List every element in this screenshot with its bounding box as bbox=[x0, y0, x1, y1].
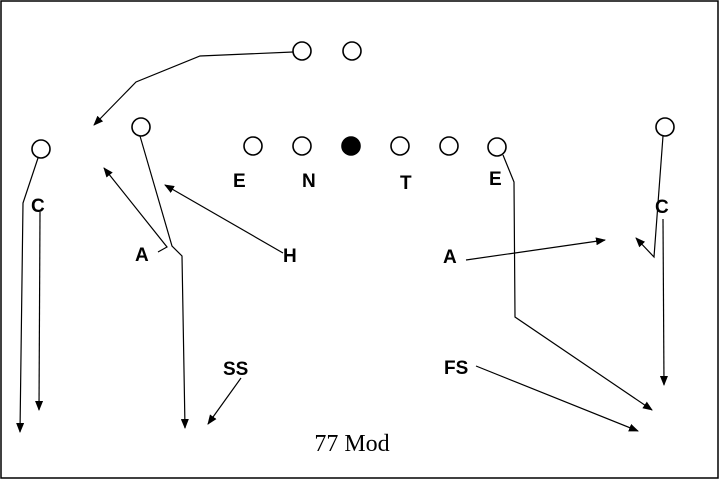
offense-player bbox=[292, 136, 312, 156]
label-t: T bbox=[400, 173, 412, 194]
offense-player bbox=[487, 137, 507, 157]
route-e-right bbox=[502, 154, 653, 411]
route-h bbox=[164, 184, 284, 254]
route-ss bbox=[207, 377, 242, 425]
offense-player bbox=[439, 136, 459, 156]
route-a-right bbox=[465, 237, 606, 261]
route-motion bbox=[93, 51, 294, 126]
label-e-right: E bbox=[489, 169, 502, 190]
route-left-wide bbox=[16, 157, 39, 433]
route-c-right bbox=[659, 218, 668, 386]
label-n: N bbox=[302, 171, 316, 192]
label-h: H bbox=[283, 246, 297, 267]
route-fs bbox=[475, 365, 639, 432]
route-slot-left bbox=[139, 135, 189, 429]
offense-player bbox=[390, 136, 410, 156]
label-fs: FS bbox=[444, 358, 468, 379]
offense-player bbox=[342, 41, 362, 61]
offense-player bbox=[243, 136, 263, 156]
offense-player bbox=[292, 41, 312, 61]
label-a-left: A bbox=[135, 245, 149, 266]
route-right-wide bbox=[635, 135, 664, 259]
center-ball bbox=[341, 136, 361, 156]
route-c-left bbox=[35, 211, 44, 411]
offense bbox=[31, 41, 675, 159]
routes bbox=[16, 51, 668, 433]
label-c-right: C bbox=[655, 197, 669, 218]
label-a-right: A bbox=[443, 247, 457, 268]
label-ss: SS bbox=[223, 359, 248, 380]
labels: E N T E C C A H A SS FS bbox=[31, 169, 669, 380]
label-c-left: C bbox=[31, 196, 45, 217]
offense-player bbox=[655, 117, 675, 137]
route-a-left bbox=[103, 167, 168, 253]
offense-player bbox=[31, 139, 51, 159]
offense-player bbox=[131, 117, 151, 137]
label-e-left: E bbox=[233, 171, 246, 192]
diagram-caption: 77 Mod bbox=[314, 431, 389, 457]
